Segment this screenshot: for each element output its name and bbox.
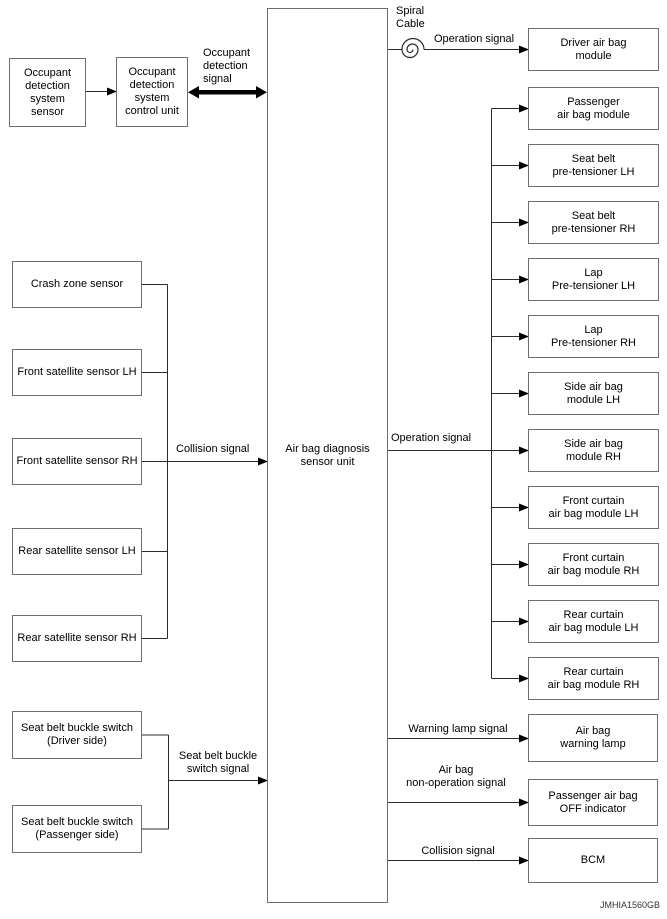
label-warning-lamp-signal: Warning lamp signal: [408, 723, 508, 735]
buckle-switch-bus: [142, 734, 169, 830]
box-rear-satellite-sensor-lh: Rear satellite sensor LH: [12, 528, 142, 575]
box-front-satellite-sensor-lh: Front satellite sensor LH: [12, 349, 142, 396]
label-collision-signal-bottom: Collision signal: [421, 845, 495, 857]
box-side-air-bag-module-lh: Side air bag module LH: [528, 372, 659, 415]
label-seat-belt-buckle-switch-signal: Seat belt buckle switch signal: [178, 750, 258, 775]
box-air-bag-warning-lamp: Air bag warning lamp: [528, 714, 658, 762]
box-front-curtain-air-bag-module-rh: Front curtain air bag module RH: [528, 543, 659, 586]
box-side-air-bag-module-rh: Side air bag module RH: [528, 429, 659, 472]
label-collision-signal-left: Collision signal: [176, 443, 250, 455]
spiral-cable-icon: [401, 37, 425, 59]
label-operation-signal-top: Operation signal: [434, 33, 515, 45]
occupant-detection-double-arrow: [188, 86, 267, 99]
box-front-curtain-air-bag-module-lh: Front curtain air bag module LH: [528, 486, 659, 529]
label-occupant-detection-signal: Occupant detection signal: [203, 47, 251, 85]
label-operation-signal-mid: Operation signal: [391, 432, 472, 444]
box-seat-belt-pretensioner-rh: Seat belt pre-tensioner RH: [528, 201, 659, 244]
box-passenger-air-bag-module: Passenger air bag module: [528, 87, 659, 130]
box-lap-pretensioner-lh: Lap Pre-tensioner LH: [528, 258, 659, 301]
label-air-bag-non-operation-signal: Air bag non-operation signal: [406, 764, 506, 789]
box-passenger-air-bag-off-indicator: Passenger air bag OFF indicator: [528, 779, 658, 826]
label-spiral-cable: Spiral Cable: [396, 5, 425, 30]
box-lap-pretensioner-rh: Lap Pre-tensioner RH: [528, 315, 659, 358]
box-front-satellite-sensor-rh: Front satellite sensor RH: [12, 438, 142, 485]
box-occupant-detection-control-unit: Occupant detection system control unit: [116, 57, 188, 127]
figure-id: JMHIA1560GB: [599, 900, 660, 910]
box-buckle-switch-passenger: Seat belt buckle switch (Passenger side): [12, 805, 142, 853]
box-bcm: BCM: [528, 838, 658, 883]
box-occupant-detection-sensor: Occupant detection system sensor: [9, 58, 86, 127]
box-crash-zone-sensor: Crash zone sensor: [12, 261, 142, 308]
box-seat-belt-pretensioner-lh: Seat belt pre-tensioner LH: [528, 144, 659, 187]
box-airbag-diagnosis-sensor-unit: Air bag diagnosis sensor unit: [267, 8, 388, 903]
box-driver-air-bag-module: Driver air bag module: [528, 28, 659, 71]
right-module-branches: [491, 104, 529, 683]
box-rear-curtain-air-bag-module-lh: Rear curtain air bag module LH: [528, 600, 659, 643]
box-rear-satellite-sensor-rh: Rear satellite sensor RH: [12, 615, 142, 662]
box-buckle-switch-driver: Seat belt buckle switch (Driver side): [12, 711, 142, 759]
box-rear-curtain-air-bag-module-rh: Rear curtain air bag module RH: [528, 657, 659, 700]
